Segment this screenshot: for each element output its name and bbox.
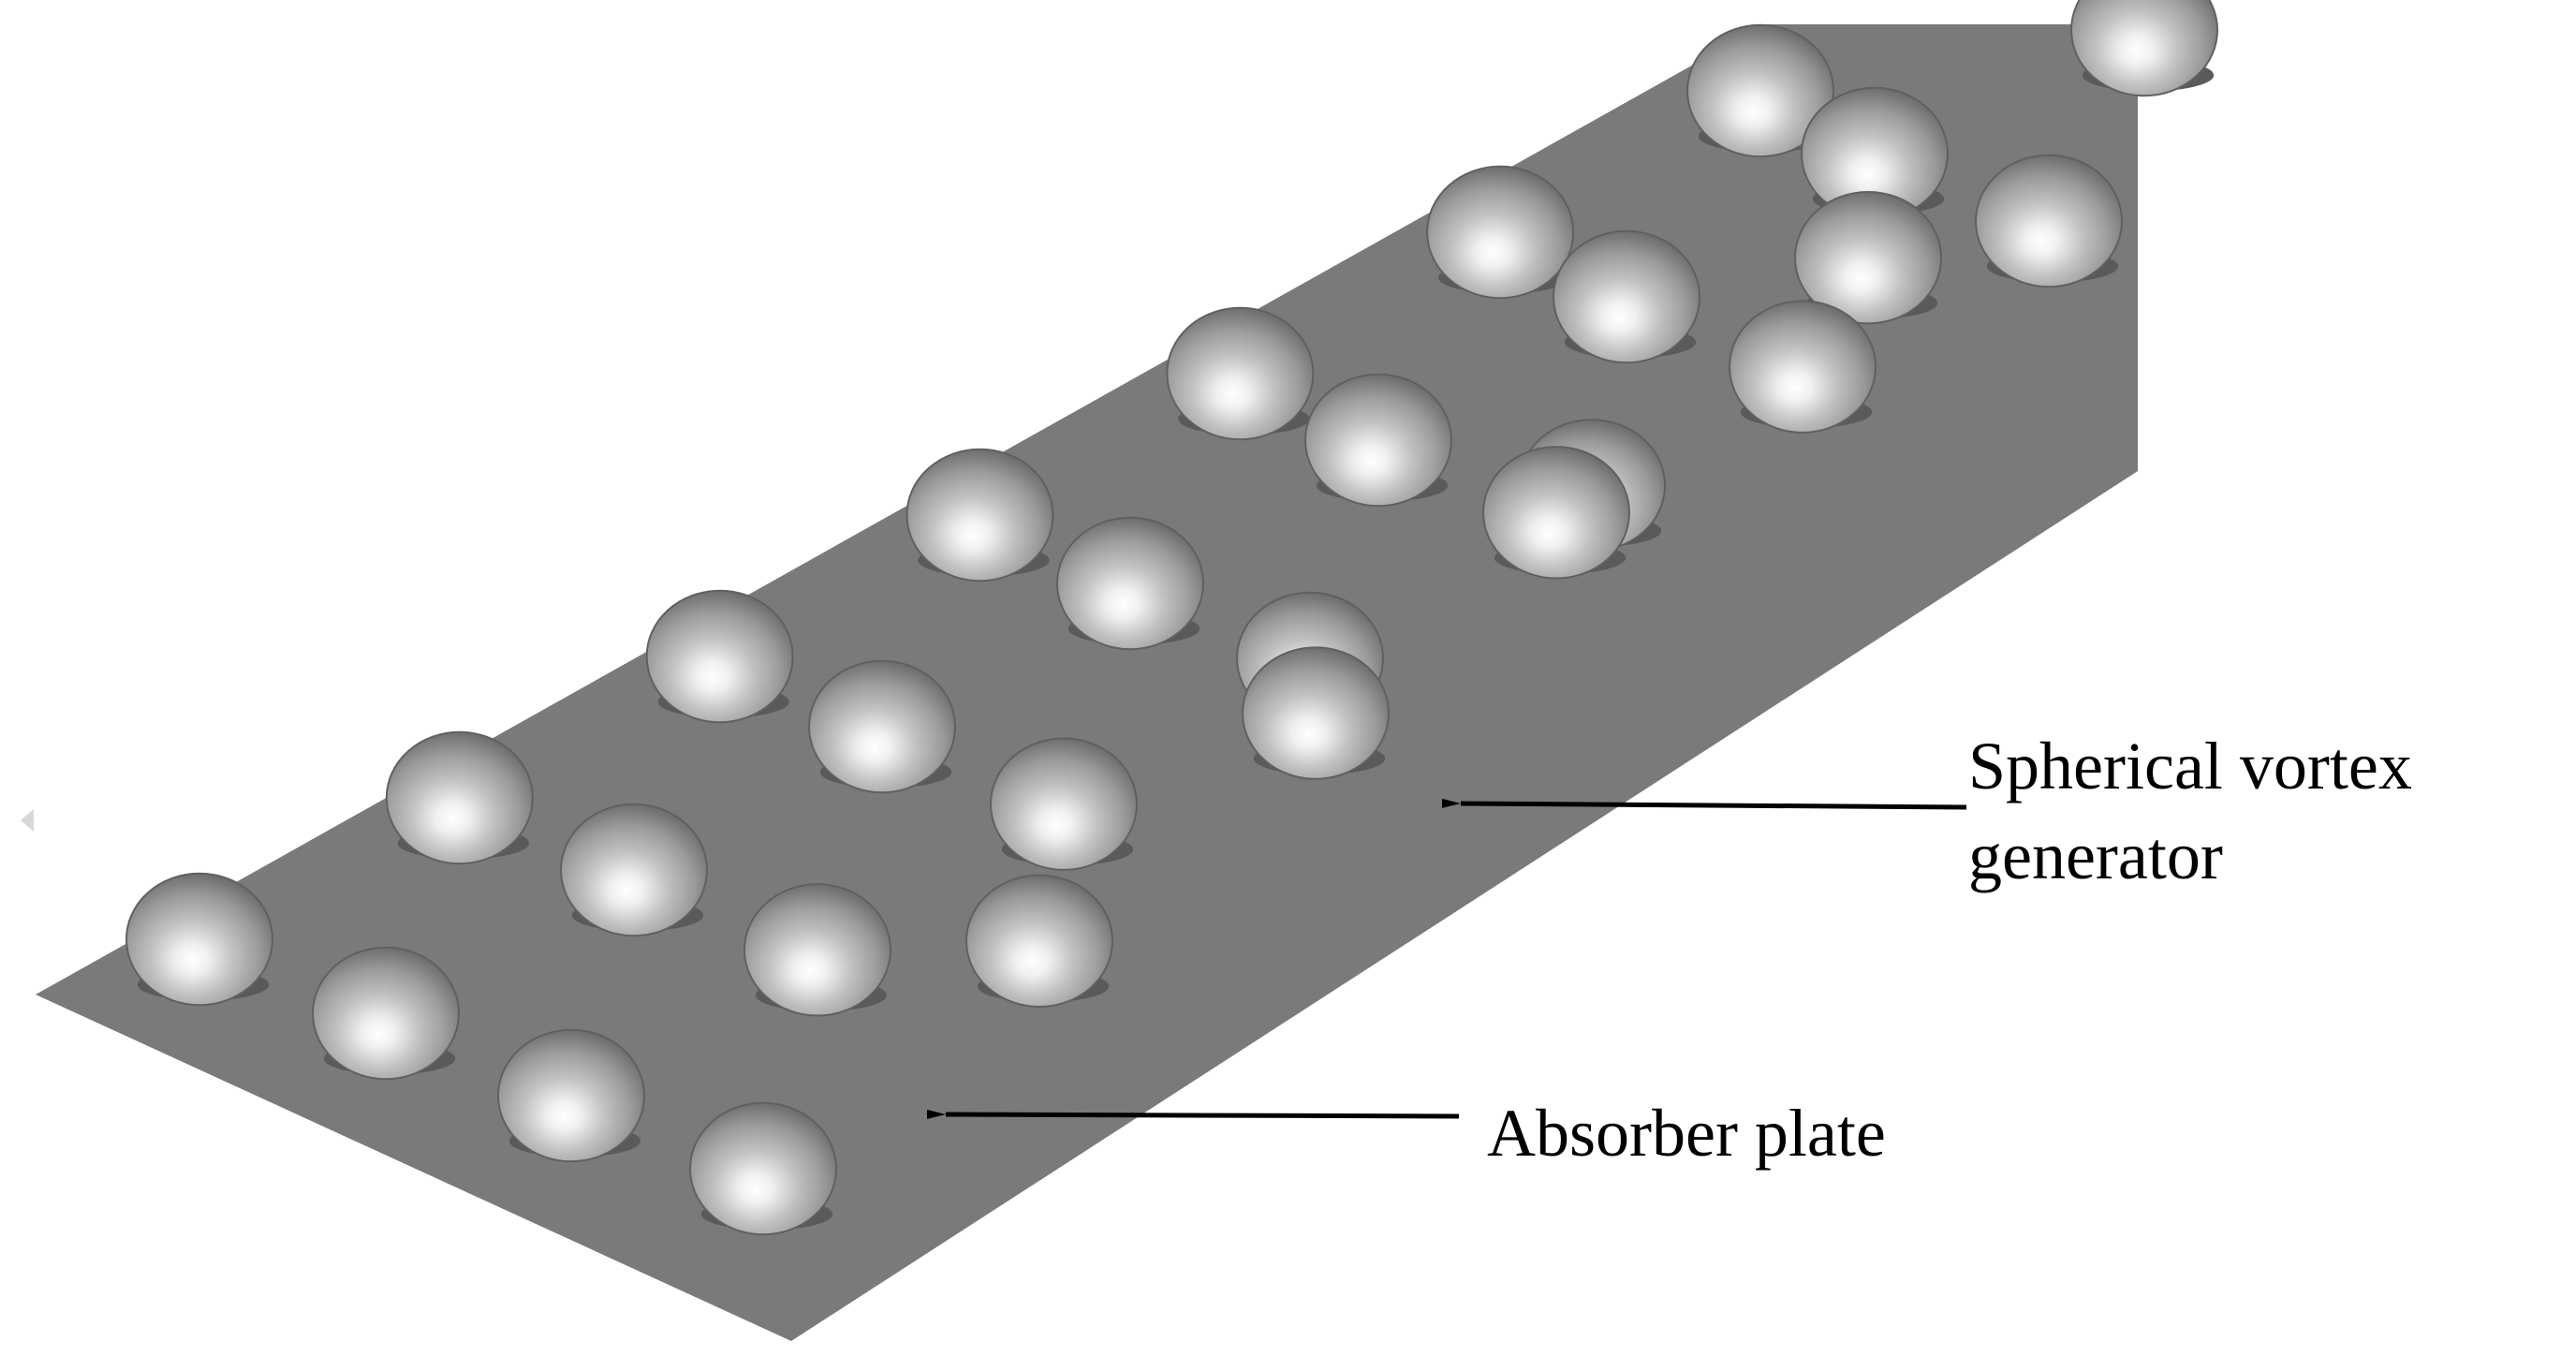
left-edge-chevron-icon xyxy=(21,809,34,832)
spherical-vortex-generator xyxy=(645,589,794,724)
sphere-group xyxy=(125,0,2218,1236)
spherical-vortex-generator xyxy=(905,448,1054,582)
sphere-body xyxy=(990,737,1138,871)
spherical-vortex-generator xyxy=(497,1028,645,1163)
sphere-body xyxy=(385,730,534,865)
sphere-body xyxy=(2070,0,2218,97)
sphere-body xyxy=(1242,646,1390,780)
spherical-vortex-generator xyxy=(1553,229,1700,364)
vortex-generator-label-line1: Spherical vortex xyxy=(1968,729,2412,803)
sphere-body xyxy=(808,659,956,794)
sphere-body xyxy=(1729,300,1877,434)
sphere-body xyxy=(743,883,891,1017)
sphere-body xyxy=(125,872,273,1007)
sphere-body xyxy=(965,874,1113,1008)
spherical-vortex-generator xyxy=(1975,154,2123,288)
spherical-vortex-generator xyxy=(689,1101,837,1236)
absorber-plate-label: Absorber plate xyxy=(1487,1096,1886,1171)
sphere-body xyxy=(645,589,794,724)
spherical-vortex-generator xyxy=(1729,300,1877,434)
vortex-generator-arrow xyxy=(1441,798,1967,810)
spherical-vortex-generator xyxy=(743,883,891,1017)
spherical-vortex-generator xyxy=(1686,23,1834,158)
sphere-body xyxy=(497,1028,645,1163)
spherical-vortex-generator xyxy=(1426,165,1575,300)
spherical-vortex-generator xyxy=(990,737,1138,871)
sphere-body xyxy=(1304,373,1452,508)
spherical-vortex-generator xyxy=(1242,646,1390,780)
sphere-body xyxy=(905,448,1054,582)
spherical-vortex-generator xyxy=(125,872,273,1007)
sphere-body xyxy=(689,1101,837,1236)
spherical-vortex-generator xyxy=(2070,0,2218,97)
sphere-body xyxy=(312,946,460,1081)
sphere-body xyxy=(1686,23,1834,158)
sphere-body xyxy=(1166,306,1315,441)
sphere-body xyxy=(1975,154,2123,288)
sphere-body xyxy=(560,803,708,937)
spherical-vortex-generator xyxy=(1304,373,1452,508)
spherical-vortex-generator xyxy=(1482,446,1630,580)
spherical-vortex-generator xyxy=(312,946,460,1081)
spherical-vortex-generator xyxy=(560,803,708,937)
sphere-body xyxy=(1426,165,1575,300)
spherical-vortex-generator xyxy=(385,730,534,865)
spherical-vortex-generator xyxy=(1166,306,1315,441)
spherical-vortex-generator xyxy=(965,874,1113,1008)
sphere-body xyxy=(1794,191,1942,325)
vortex-generator-label-line2: generator xyxy=(1968,818,2223,893)
sphere-body xyxy=(1056,516,1204,651)
absorber-plate-arrow xyxy=(926,1109,1460,1119)
spherical-vortex-generator xyxy=(808,659,956,794)
spherical-vortex-generator xyxy=(1056,516,1204,651)
sphere-body xyxy=(1482,446,1630,580)
sphere-body xyxy=(1553,229,1700,364)
